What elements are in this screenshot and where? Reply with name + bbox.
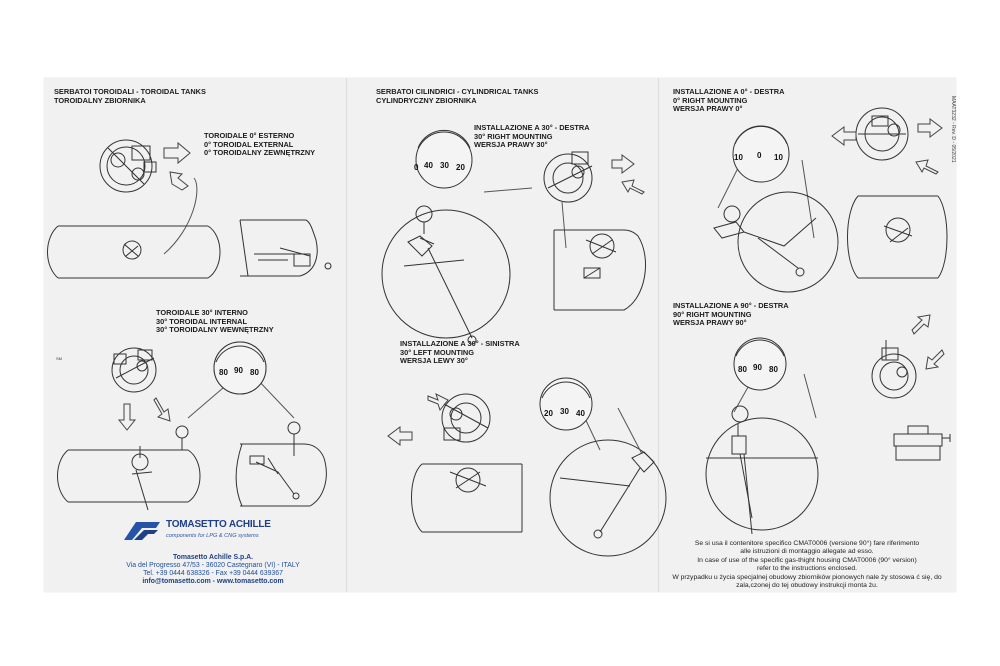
dial-tick-label: 0 (757, 151, 762, 160)
dial-tick-label: 40 (424, 161, 433, 170)
toroidal-drawings: SM (44, 78, 346, 592)
arrow-down-icon (119, 404, 135, 430)
dial-tick-label: 80 (250, 368, 259, 377)
company-name: Tomasetto Achille S.p.A. (172, 554, 254, 561)
gas-tight-housing (894, 426, 950, 460)
toroidal-tank-cut-left (58, 450, 201, 502)
cylindrical-drawings (346, 78, 658, 592)
company-address: Via del Progresso 47/53 - 36020 Castegna… (126, 561, 300, 569)
float-arm-right-90 (732, 424, 752, 534)
dial-tick-label: 30 (560, 407, 569, 416)
dial-cyl-left-30: 20 30 40 (536, 378, 596, 430)
float-arm-right-0 (714, 218, 816, 276)
arrow-down-right-icon (154, 398, 170, 421)
cylinder-side-view (554, 230, 646, 310)
dial-tick-label: 40 (576, 409, 585, 418)
dial-tick-label: 30 (440, 161, 449, 170)
dial-tick-label: 20 (456, 163, 465, 172)
arrow-up-right-icon (912, 315, 930, 334)
multivalve-30-internal (112, 348, 156, 392)
install-direction-curve (164, 178, 197, 254)
cylinder-end-view-left (550, 440, 666, 556)
brand-name: TOMASETTO ACHILLE (166, 519, 271, 530)
cylinder-end-view (382, 210, 510, 338)
multivalve-right-30 (544, 152, 592, 202)
toroidal-tank-cut-right (240, 444, 326, 506)
multivalve-0-external (100, 140, 156, 192)
panel-fold (346, 78, 347, 592)
multivalve-left-30 (442, 394, 490, 442)
arrow-right-icon (918, 119, 942, 137)
arrow-up-left-icon (170, 172, 188, 190)
dial-tick-label: 0 (414, 163, 419, 172)
logo-mark-icon (124, 522, 160, 540)
company-phone-fax: Tel. +39 0444 638326 - Fax +39 0444 6393… (143, 569, 283, 577)
arrow-down-left-icon (926, 350, 944, 369)
arrow-left-icon (832, 127, 856, 145)
dial-tick-label: 10 (734, 153, 743, 162)
float-arm-right-30 (408, 236, 476, 344)
dial-tick-label: 90 (234, 366, 243, 375)
multivalve-top-right-30 (586, 234, 616, 258)
toroidal-tank-outline (48, 226, 221, 278)
dial-tick-label: 10 (774, 153, 783, 162)
company-web-email[interactable]: info@tomasetto.com - www.tomasetto.com (142, 577, 284, 585)
dial-cyl-right-30: 0 40 30 20 (414, 130, 478, 182)
brand-tagline: components for LPG & CNG systems (166, 533, 259, 539)
dial-tor-30: 80 90 80 (210, 340, 270, 400)
cylinder-side-view-left (412, 464, 523, 532)
arrow-right-icon (164, 143, 190, 163)
svg-text:SM: SM (56, 356, 62, 361)
dial-tick-label: 20 (544, 409, 553, 418)
dial-tick-label: 80 (769, 365, 778, 374)
multivalve-right-0 (856, 108, 908, 160)
dial-right-0: 10 0 10 (728, 126, 794, 176)
tank-section-detail (240, 220, 317, 276)
multivalve-in-tank (123, 241, 141, 259)
dial-tick-label: 80 (738, 365, 747, 374)
housing-note: Se si usa il contenitore specifico CMAT0… (672, 540, 942, 590)
float-arm-left-30 (594, 452, 654, 538)
arrow-left-icon (388, 427, 412, 445)
arrow-up-left-icon (916, 160, 938, 174)
dial-tick-label: 90 (753, 363, 762, 372)
arrow-up-left-icon (622, 180, 644, 194)
dial-right-90: 80 90 80 (730, 338, 790, 390)
dial-tick-label: 80 (219, 368, 228, 377)
arrow-down-right-icon (428, 394, 448, 410)
cylinder-side-view-right-0 (848, 196, 948, 278)
right-mounting-drawings (658, 78, 956, 592)
multivalve-right-90 (872, 340, 916, 398)
arrow-right-icon (612, 155, 634, 173)
panel-fold (658, 78, 659, 592)
cylinder-end-view-right-90 (706, 418, 818, 530)
company-contact: Tomasetto Achille S.p.A. Via del Progres… (108, 554, 318, 586)
cylinder-end-view-right-0 (738, 192, 838, 292)
tomasetto-logo: TOMASETTO ACHILLE components for LPG & C… (122, 518, 298, 548)
